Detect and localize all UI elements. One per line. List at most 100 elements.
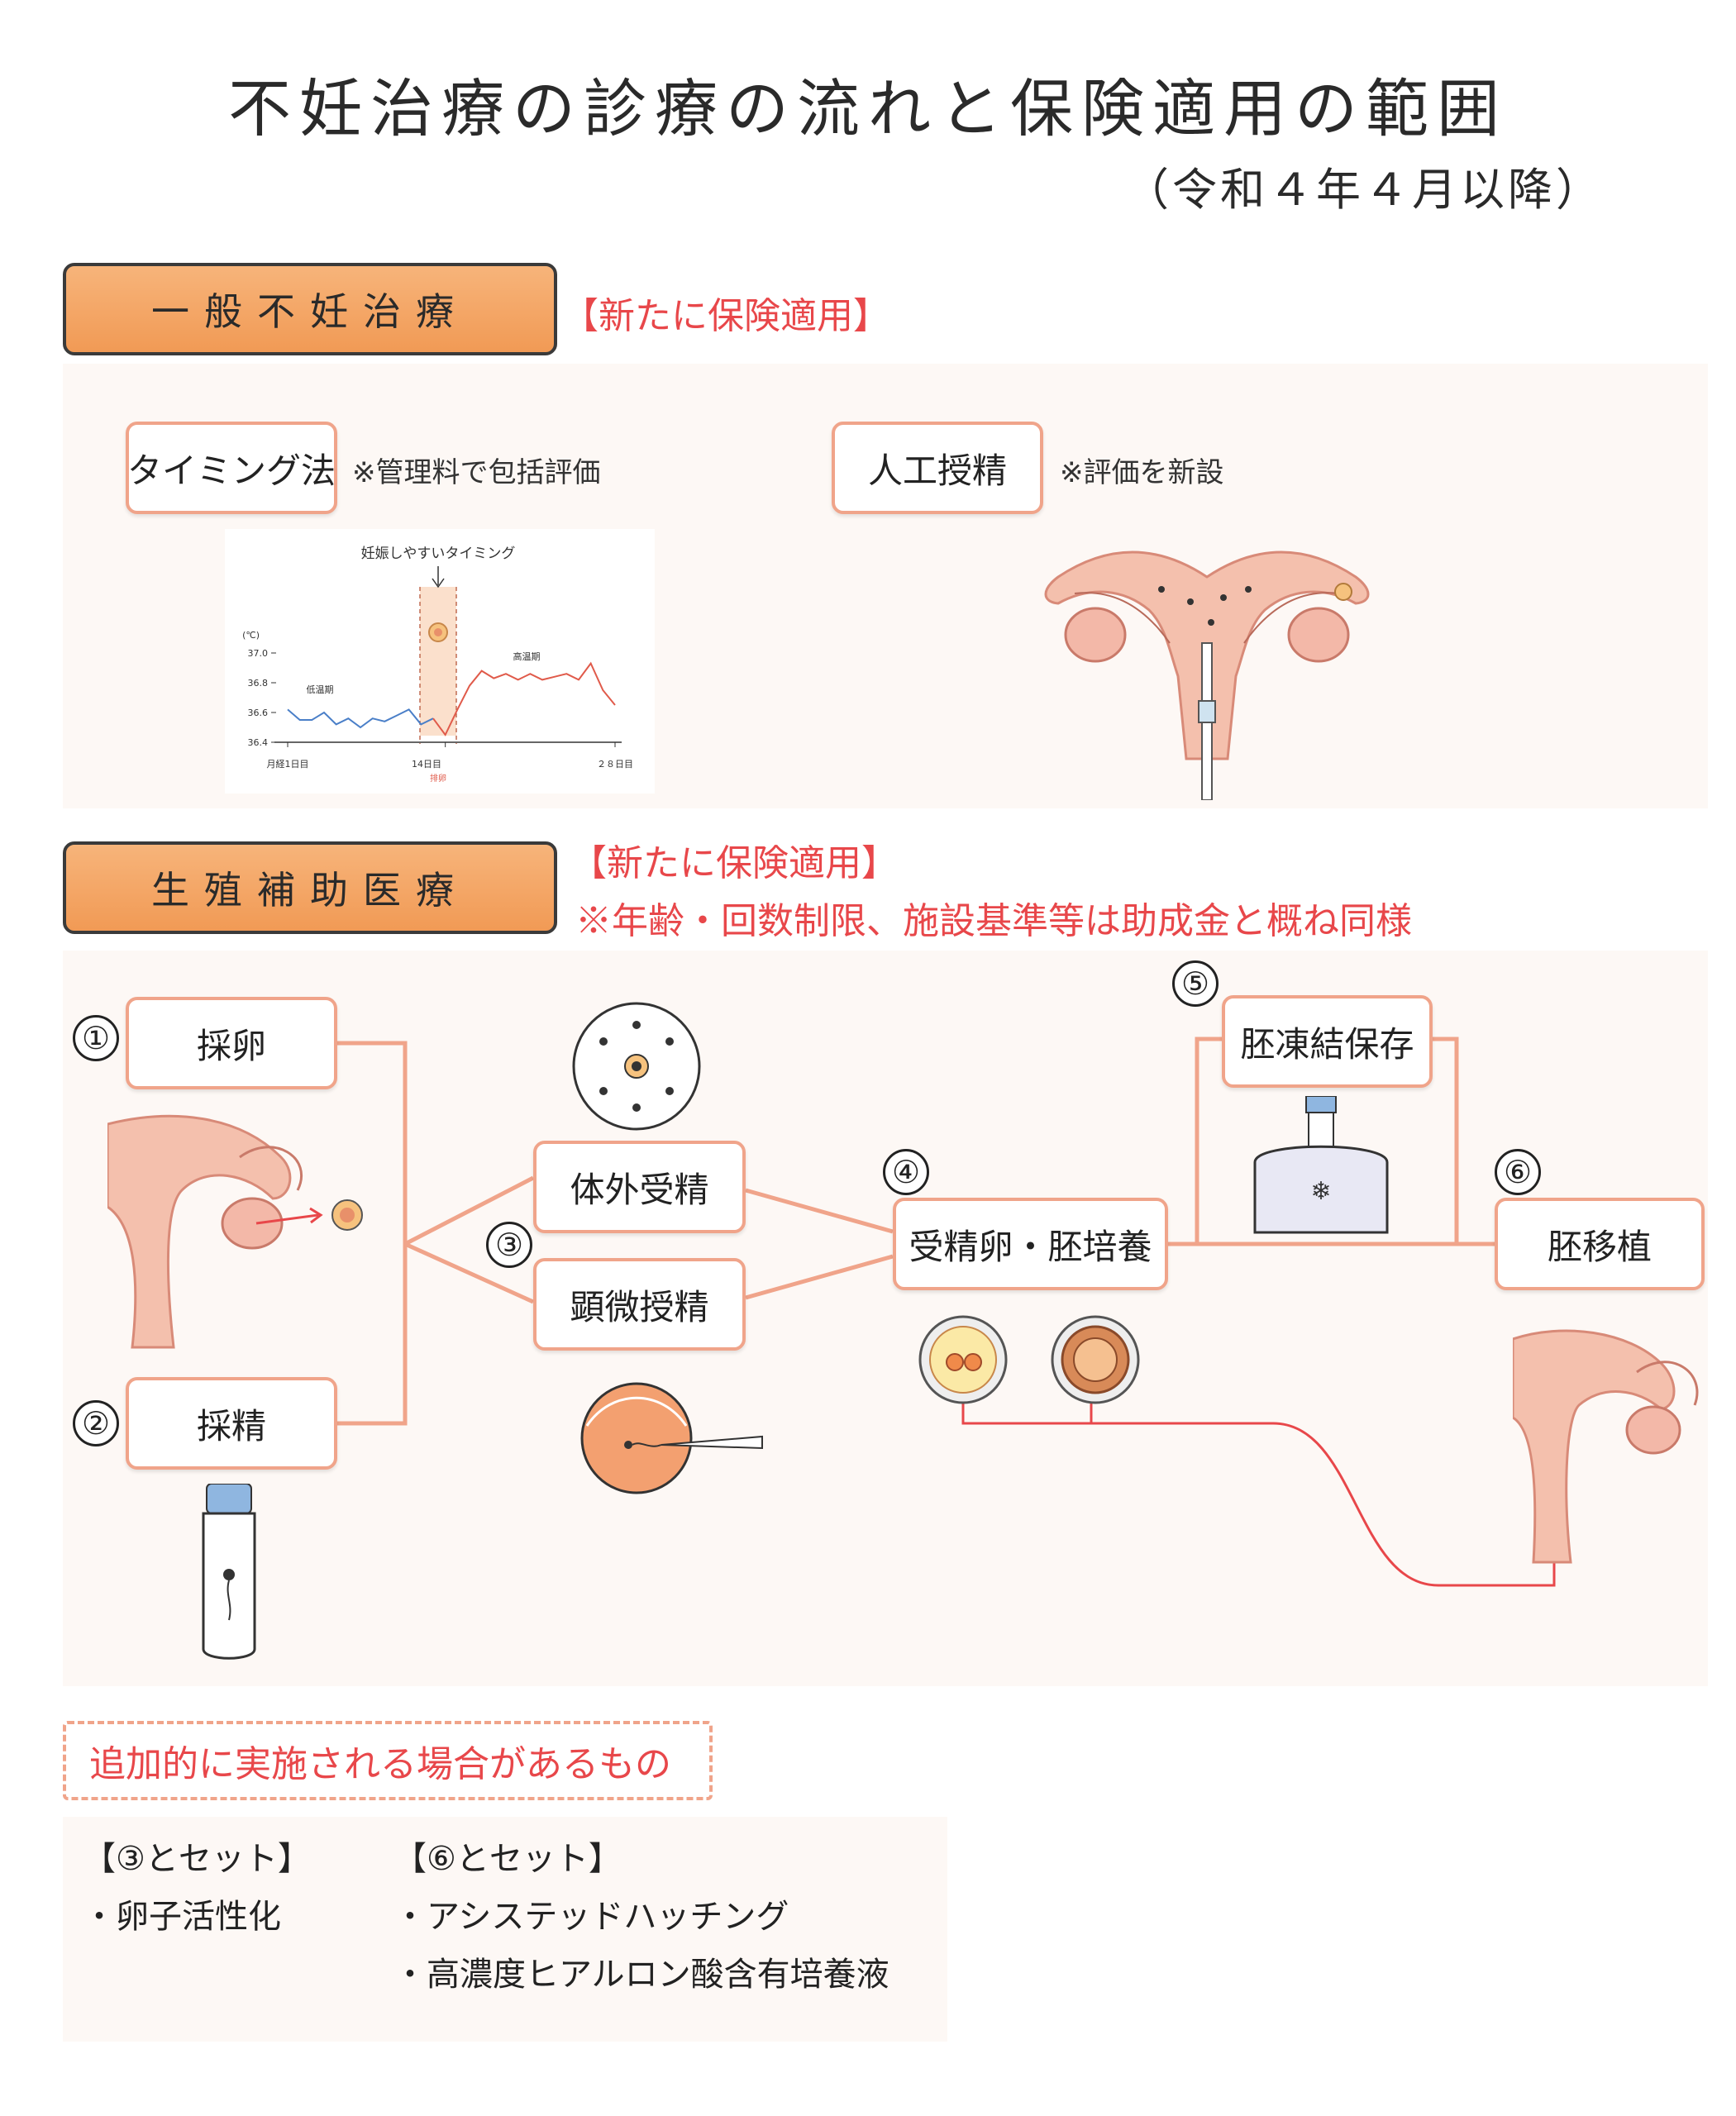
connector-to-icsi [403, 1241, 535, 1304]
sperm-icon [632, 1103, 641, 1112]
sperm-tube-illustration [202, 1484, 256, 1660]
step-number-2: ② [73, 1400, 119, 1446]
liquid-nitrogen-tank [1253, 1145, 1389, 1234]
ovary [1625, 1405, 1681, 1455]
egg-retrieval-illustration [107, 1114, 363, 1349]
catheter-grip [1198, 700, 1216, 723]
general-insurance-note: 【新たに保険適用】 [562, 295, 889, 337]
snowflake-icon: ❄ [1310, 1177, 1331, 1206]
sperm-icon [1187, 598, 1194, 605]
blastocyst-inner-icon [1073, 1337, 1118, 1382]
y-tick-label: 37.0 [248, 648, 269, 659]
pronucleus-icon [946, 1353, 964, 1371]
ivf-illustration [572, 1002, 701, 1131]
additional-col1-item: ・卵子活性化 [83, 1898, 281, 1936]
egg-retrieval-box: 採卵 [126, 997, 337, 1089]
y-tick-label: 36.6 [248, 708, 269, 718]
fallopian-tube [1636, 1361, 1699, 1406]
series-line [432, 661, 616, 736]
egg-nucleus-icon [340, 1208, 355, 1222]
sperm-icon [1220, 594, 1227, 601]
connector-icsi-culture [745, 1254, 894, 1300]
page-subtitle: （令和４年４月以降） [1124, 164, 1604, 216]
additional-panel [63, 1817, 947, 2042]
ovary-right [1287, 607, 1350, 663]
low-phase-label: 低温期 [307, 684, 334, 695]
uterus-transfer-illustration [1513, 1329, 1699, 1564]
connector-freeze-left [1195, 1037, 1222, 1244]
y-tick-labels: 37.0 36.8 36.6 36.4 [248, 648, 276, 748]
additional-label: 追加的に実施される場合があるもの [63, 1721, 713, 1800]
chart-annotation: 妊娠しやすいタイミング [361, 546, 516, 562]
sperm-icon [665, 1087, 674, 1095]
uterus-shape [107, 1114, 292, 1349]
ivf-box: 体外受精 [533, 1141, 746, 1233]
ovulation-label: 排卵 [430, 773, 446, 784]
x-tick-end: ２８日目 [597, 759, 633, 770]
insemination-note: ※評価を新設 [1060, 456, 1224, 489]
sperm-icon [624, 1441, 632, 1449]
ovary-left [1064, 607, 1127, 663]
uterus-insemination-illustration [1044, 550, 1370, 800]
fallopian-tube [239, 1146, 303, 1191]
egg-icon [1334, 583, 1352, 601]
y-tick-label: 36.4 [248, 737, 269, 748]
ovulation-window [420, 587, 456, 736]
step-number-6: ⑥ [1495, 1149, 1541, 1195]
annotation-arrow-head [432, 578, 445, 589]
sperm-icon [1208, 619, 1214, 626]
sperm-icon [632, 1021, 641, 1029]
icsi-illustration [580, 1382, 763, 1494]
page-title: 不妊治療の診療の流れと保険適用の範囲 [228, 72, 1508, 145]
fallopian-tube-right [1243, 592, 1340, 644]
embryo-bracket [961, 1389, 1093, 1425]
section-label-art: 生殖補助医療 [63, 841, 557, 934]
sperm-collection-box: 採精 [126, 1377, 337, 1470]
additional-col2-item: ・アシステッドハッチング [393, 1898, 789, 1936]
sperm-icon [599, 1087, 608, 1095]
step-number-1: ① [73, 1015, 119, 1061]
additional-col2-item: ・高濃度ヒアルロン酸含有培養液 [393, 1956, 889, 1994]
sperm-tail [227, 1580, 231, 1621]
step-number-5: ⑤ [1172, 960, 1219, 1007]
fallopian-tube-left [1074, 592, 1171, 644]
connector-to-ivf [403, 1175, 535, 1246]
embryo-illustration [918, 1315, 1140, 1404]
sperm-icon [223, 1569, 235, 1580]
embryo-freezing-box: 胚凍結保存 [1222, 995, 1433, 1088]
egg-zona [585, 1396, 688, 1427]
sperm-icon [1158, 586, 1165, 593]
additional-col2-header: 【⑥とセット】 [393, 1840, 622, 1878]
chart-unit: (℃) [242, 630, 260, 641]
uterus-shape [1513, 1329, 1676, 1564]
embryo-culture-box: 受精卵・胚培養 [893, 1198, 1168, 1290]
y-tick-label: 36.8 [248, 678, 269, 689]
egg-nucleus-icon [632, 1061, 641, 1071]
ovary [221, 1197, 284, 1250]
x-tick-mid: 14日目 [412, 759, 441, 770]
basal-body-temperature-chart: 妊娠しやすいタイミング (℃) 37.0 36.8 36.6 36.4 低温期 高温期… [225, 529, 655, 794]
step-number-3: ③ [486, 1222, 532, 1268]
art-insurance-note: 【新たに保険適用】 [570, 842, 898, 884]
x-tick-start: 月経1日目 [267, 759, 309, 770]
step-number-4: ④ [883, 1149, 929, 1195]
egg-nucleus-icon [434, 628, 442, 636]
sperm-icon [1245, 586, 1252, 593]
high-phase-label: 高温期 [513, 651, 541, 662]
freezer-illustration: ❄ [1253, 1096, 1389, 1234]
connector-egg-sperm [337, 1041, 408, 1426]
connector-freeze-right [1433, 1037, 1459, 1244]
sperm-icon [665, 1037, 674, 1046]
micropipette [661, 1435, 763, 1450]
retrieval-arrow [255, 1213, 319, 1225]
egg-icon [580, 1382, 693, 1494]
insemination-box: 人工授精 [832, 422, 1043, 514]
icsi-box: 顕微授精 [533, 1258, 746, 1351]
sperm-tail [632, 1442, 662, 1447]
flow-connectors [337, 1037, 1566, 1587]
timing-method-box: タイミング法 [126, 422, 337, 514]
connector-ivf-culture [745, 1188, 894, 1234]
tube-body [202, 1512, 256, 1660]
sperm-icon [599, 1037, 608, 1046]
straw-cap [1305, 1096, 1337, 1113]
